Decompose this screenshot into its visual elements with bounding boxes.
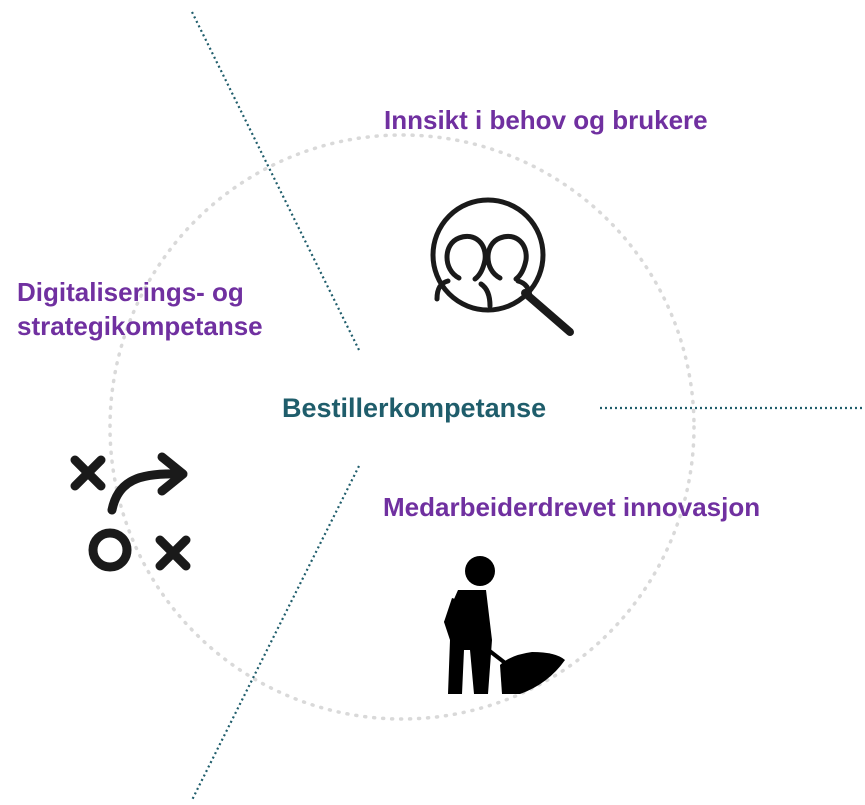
segment-label-digitalization-line2: strategikompetanse [17, 311, 263, 341]
competence-circle [108, 133, 696, 721]
segment-label-insights: Innsikt i behov og brukere [384, 105, 708, 135]
segment-label-digitalization: Digitaliserings- og strategikompetanse [17, 275, 263, 343]
segment-label-digitalization-line1: Digitaliserings- og [17, 277, 244, 307]
segment-label-innovation: Medarbeiderdrevet innovasjon [383, 492, 761, 522]
divider-line-lower [191, 465, 360, 801]
worker-shovel-icon [444, 556, 565, 694]
users-magnifier-icon [430, 197, 574, 336]
center-label: Bestillerkompetanse [282, 393, 547, 423]
divider-line-upper [191, 11, 361, 353]
strategy-play-icon [70, 452, 191, 572]
